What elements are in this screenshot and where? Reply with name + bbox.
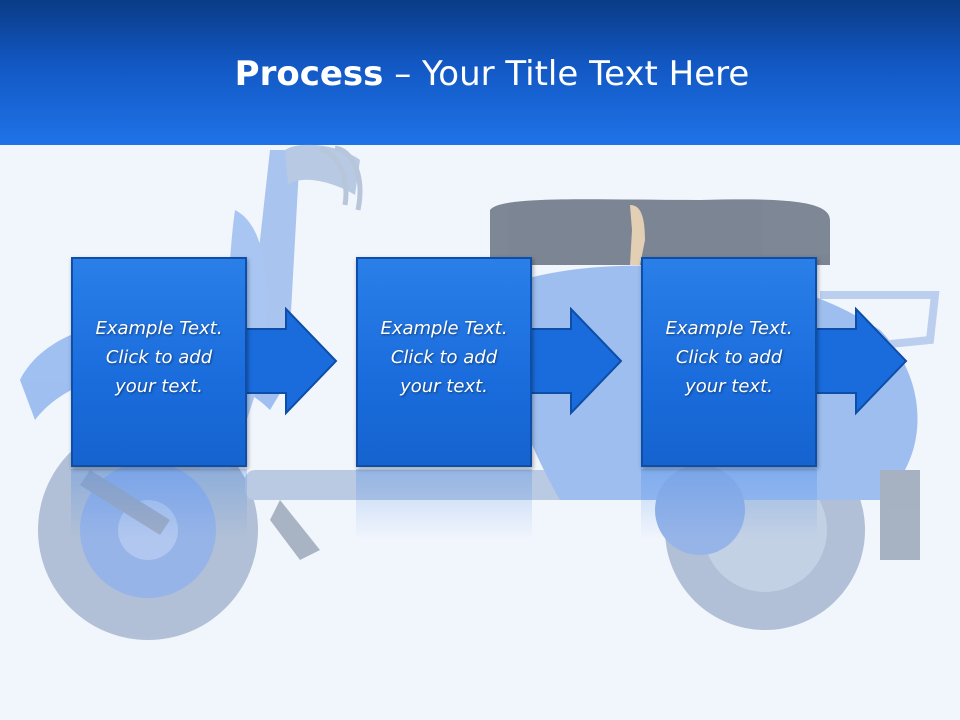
step-1-box[interactable]: Example Text. Click to add your text. [71,257,247,467]
step-3-reflection [641,469,817,539]
title-dash: – [383,54,423,94]
step-2-arrow [523,307,623,416]
step-1-arrow [238,307,338,416]
step-3-arrow [808,307,908,416]
title-rest: Your Title Text Here [422,54,750,94]
step-1-text[interactable]: Example Text. Click to add your text. [95,318,223,397]
step-2-box[interactable]: Example Text. Click to add your text. [356,257,532,467]
step-3-box[interactable]: Example Text. Click to add your text. [641,257,817,467]
step-3-text[interactable]: Example Text. Click to add your text. [665,318,793,397]
step-2-reflection [356,469,532,539]
title-strong: Process [234,54,384,94]
title-bar: Process – Your Title Text Here [0,0,960,145]
slide-title[interactable]: Process – Your Title Text Here [0,52,960,96]
step-2-text[interactable]: Example Text. Click to add your text. [380,318,508,397]
step-1-reflection [71,469,247,539]
